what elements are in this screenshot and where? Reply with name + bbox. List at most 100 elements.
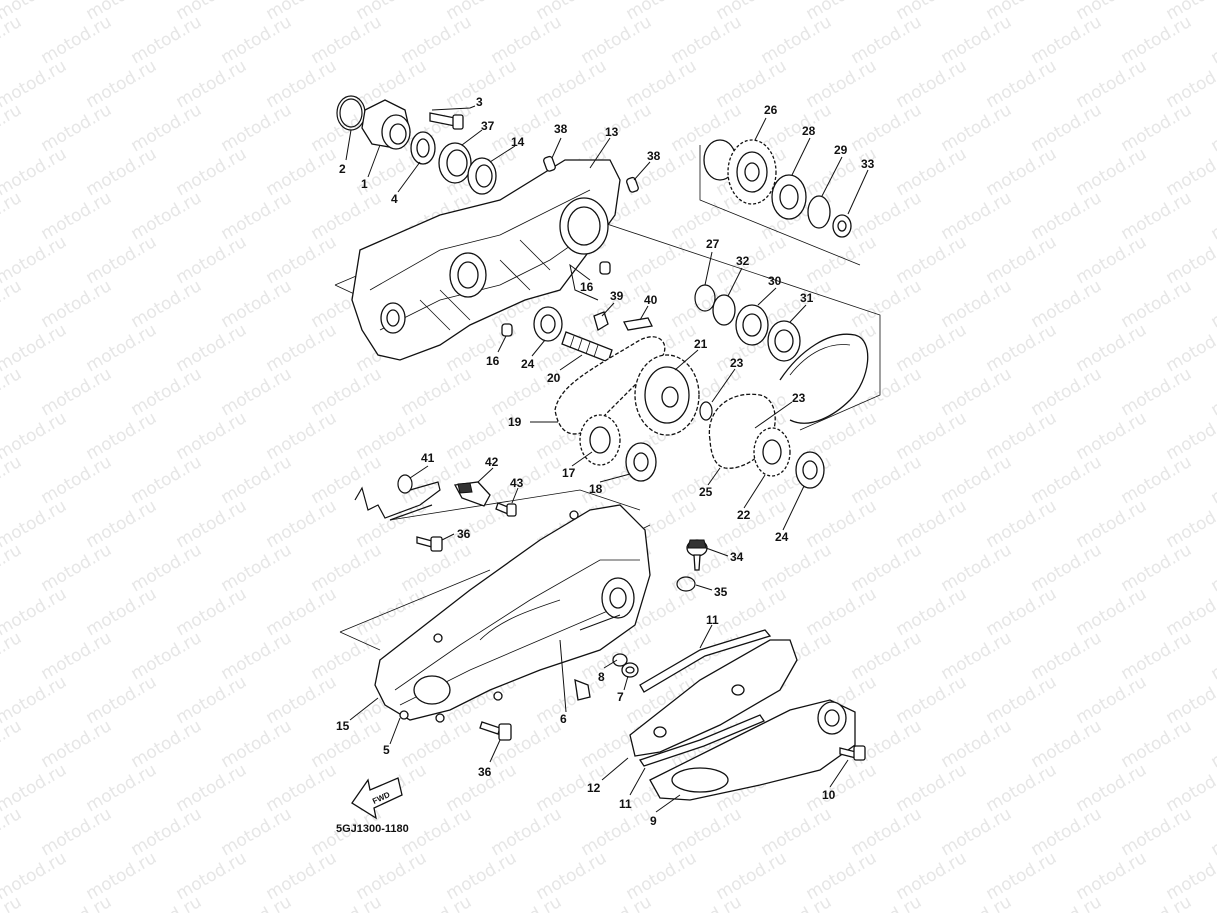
- watermark-text: motod.ru: [1208, 804, 1217, 860]
- watermark-text: motod.ru: [1118, 276, 1196, 332]
- watermark-text: motod.ru: [398, 12, 476, 68]
- part-23-circlip: [699, 401, 713, 421]
- watermark-text: motod.ru: [983, 56, 1061, 112]
- callout-11: 11: [619, 797, 632, 811]
- part-7-bolt: [621, 662, 639, 678]
- watermark-text: motod.ru: [0, 628, 25, 684]
- watermark-text: motod.ru: [308, 628, 386, 684]
- part-3-bolt: [429, 112, 464, 130]
- watermark-text: motod.ru: [1118, 12, 1196, 68]
- watermark-text: motod.ru: [263, 144, 341, 200]
- part-22-gear: [753, 427, 791, 477]
- watermark-text: motod.ru: [488, 452, 566, 508]
- callout-24: 24: [521, 357, 535, 371]
- watermark-text: motod.ru: [893, 760, 971, 816]
- watermark-text: motod.ru: [1163, 232, 1217, 288]
- part-30-bearing: [735, 304, 769, 346]
- part-21-gear: [634, 354, 700, 436]
- watermark-text: motod.ru: [668, 804, 746, 860]
- callout-34: 34: [730, 550, 744, 564]
- callout-28: 28: [802, 124, 816, 138]
- watermark-text: motod.ru: [893, 848, 971, 904]
- watermark-text: motod.ru: [488, 12, 566, 68]
- watermark-text: motod.ru: [218, 12, 296, 68]
- watermark-text: motod.ru: [38, 804, 116, 860]
- watermark-text: motod.ru: [38, 188, 116, 244]
- part-11-strip: [638, 714, 765, 767]
- part-33-nut: [832, 214, 852, 238]
- callout-36: 36: [478, 765, 492, 779]
- watermark-text: motod.ru: [308, 452, 386, 508]
- part-38-dowel: [626, 176, 639, 193]
- part-24-bearing: [533, 306, 563, 342]
- watermark-text: motod.ru: [893, 672, 971, 728]
- callout-21: 21: [694, 337, 708, 351]
- watermark-text: motod.ru: [0, 804, 25, 860]
- callout-35: 35: [714, 585, 728, 599]
- watermark-text: motod.ru: [803, 496, 881, 552]
- callout-17: 17: [562, 466, 576, 480]
- watermark-text: motod.ru: [983, 760, 1061, 816]
- watermark-text: motod.ru: [1208, 276, 1217, 332]
- watermark-text: motod.ru: [0, 364, 25, 420]
- callout-24: 24: [775, 530, 789, 544]
- watermark-text: motod.ru: [398, 452, 476, 508]
- watermark-text: motod.ru: [1073, 584, 1151, 640]
- callout-22: 22: [737, 508, 751, 522]
- watermark-text: motod.ru: [218, 188, 296, 244]
- part-18-bearing: [625, 442, 657, 482]
- watermark-text: motod.ru: [983, 144, 1061, 200]
- watermark-text: motod.ru: [1118, 892, 1196, 913]
- watermark-text: motod.ru: [803, 232, 881, 288]
- watermark-text: motod.ru: [218, 540, 296, 596]
- part-38-dowel: [543, 155, 556, 172]
- watermark-text: motod.ru: [578, 892, 656, 913]
- watermark-text: motod.ru: [578, 804, 656, 860]
- watermark-text: motod.ru: [938, 892, 1016, 913]
- callout-1: 1: [361, 177, 368, 191]
- watermark-text: motod.ru: [1073, 496, 1151, 552]
- watermark-text: motod.ru: [1028, 804, 1106, 860]
- watermark-text: motod.ru: [1163, 760, 1217, 816]
- callout-30: 30: [768, 274, 782, 288]
- watermark-text: motod.ru: [488, 892, 566, 913]
- watermark-text: motod.ru: [173, 760, 251, 816]
- callout-37: 37: [481, 119, 495, 133]
- watermark-text: motod.ru: [803, 56, 881, 112]
- watermark-text: motod.ru: [1208, 892, 1217, 913]
- watermark-text: motod.ru: [443, 848, 521, 904]
- watermark-text: motod.ru: [128, 540, 206, 596]
- watermark-text: motod.ru: [83, 232, 161, 288]
- part-37-seal: [438, 142, 472, 184]
- watermark-text: motod.ru: [128, 276, 206, 332]
- watermark-text: motod.ru: [173, 144, 251, 200]
- watermark-text: motod.ru: [1208, 452, 1217, 508]
- watermark-text: motod.ru: [263, 584, 341, 640]
- part-12-cover: [629, 639, 798, 757]
- watermark-text: motod.ru: [263, 672, 341, 728]
- part-35-oring: [676, 576, 696, 592]
- callout-39: 39: [610, 289, 624, 303]
- callout-23: 23: [792, 391, 806, 405]
- watermark-text: motod.ru: [983, 672, 1061, 728]
- watermark-text: motod.ru: [83, 760, 161, 816]
- part-10-bolt: [839, 745, 866, 761]
- callout-18: 18: [589, 482, 603, 496]
- watermark-text: motod.ru: [398, 364, 476, 420]
- callout-26: 26: [764, 103, 778, 117]
- callout-32: 32: [736, 254, 750, 268]
- part-26-gear: [703, 139, 777, 205]
- callout-13: 13: [605, 125, 619, 139]
- callout-40: 40: [644, 293, 658, 307]
- watermark-text: motod.ru: [128, 892, 206, 913]
- callout-38: 38: [647, 149, 661, 163]
- watermark-text: motod.ru: [398, 804, 476, 860]
- watermark-text: motod.ru: [1028, 892, 1106, 913]
- part-43-bolt: [495, 502, 517, 517]
- watermark-text: motod.ru: [983, 496, 1061, 552]
- watermark-text: motod.ru: [533, 56, 611, 112]
- watermark-text: motod.ru: [938, 364, 1016, 420]
- watermark-text: motod.ru: [308, 540, 386, 596]
- watermark-text: motod.ru: [1208, 364, 1217, 420]
